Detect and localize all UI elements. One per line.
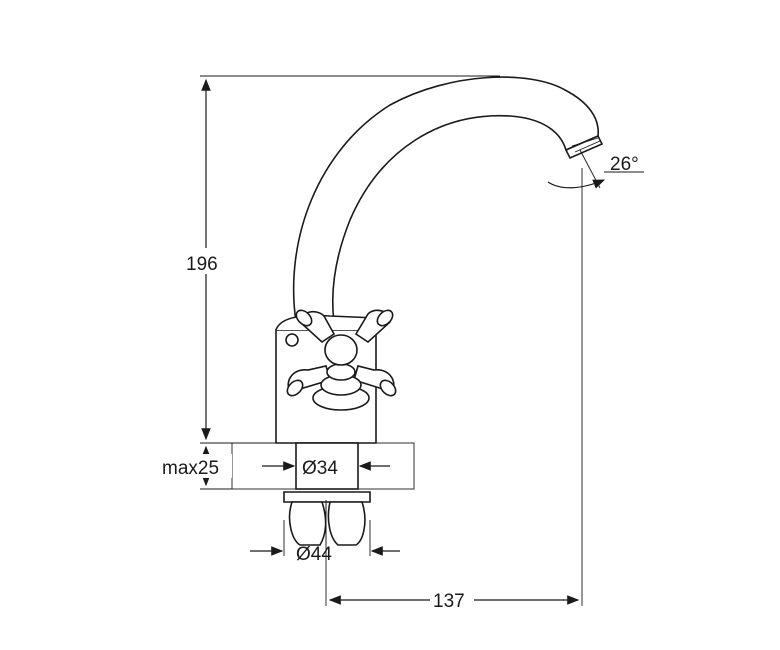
indicator-dot xyxy=(285,333,299,347)
aerator xyxy=(564,134,604,160)
angle-label: 26° xyxy=(610,154,639,175)
spout xyxy=(292,76,599,323)
dimension-base-diameter: Ø44 xyxy=(250,520,400,565)
handle-cap xyxy=(324,334,358,366)
dimension-reach: 137 xyxy=(325,168,583,612)
reach-label: 137 xyxy=(433,591,465,612)
base-nut-left xyxy=(288,501,327,546)
dimension-height: 196 xyxy=(184,75,500,444)
base-diameter-label: Ø44 xyxy=(296,544,332,565)
counter-thickness-label: max25 xyxy=(162,458,219,479)
hole-diameter-label: Ø34 xyxy=(302,458,338,479)
height-label: 196 xyxy=(186,254,218,275)
base-nut-right xyxy=(327,501,366,546)
cross-handle xyxy=(286,309,397,411)
dimension-counter-thickness: max25 xyxy=(160,445,232,490)
dimension-angle: 26° xyxy=(547,149,644,189)
dimension-hole-diameter: Ø34 xyxy=(262,454,390,479)
base-nut-top xyxy=(283,491,371,503)
